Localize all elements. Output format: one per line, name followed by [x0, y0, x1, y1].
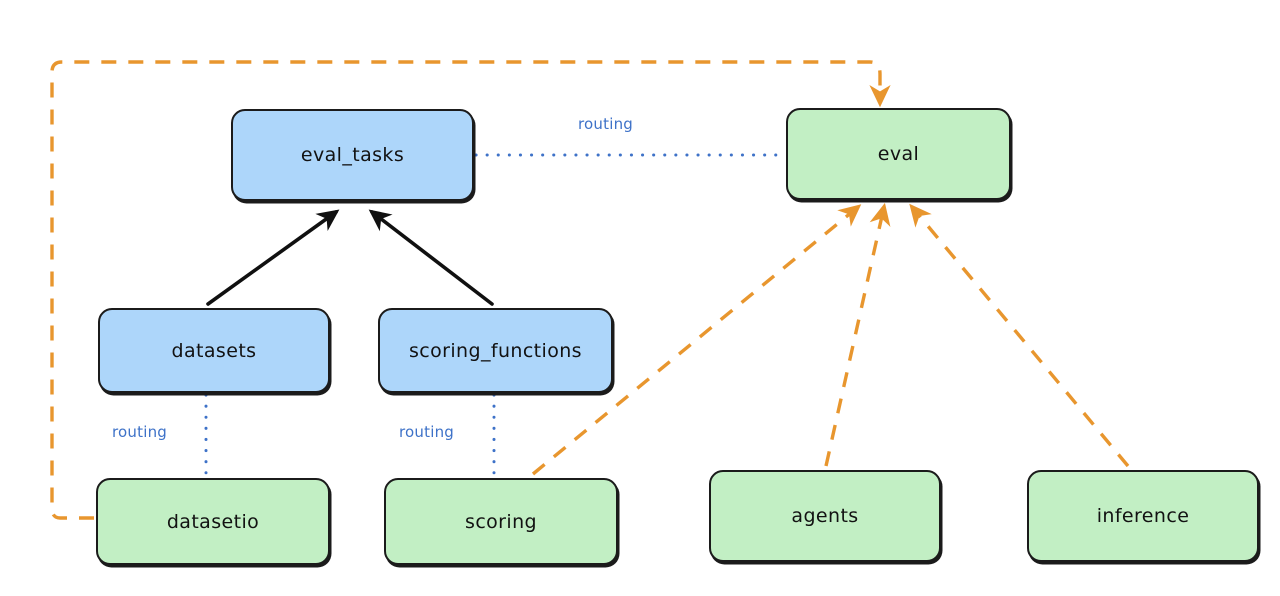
edge-inference-to-eval [909, 203, 1130, 468]
node-label-datasets: datasets [171, 339, 257, 362]
edge-label-routing-datasets-datasetio: routing [112, 423, 167, 441]
node-label-scoring-functions: scoring_functions [409, 339, 582, 362]
edge-label-routing-scoring-functions-scoring: routing [399, 423, 454, 441]
node-label-inference: inference [1096, 505, 1190, 527]
node-label-agents: agents [791, 505, 859, 527]
node-inference[interactable]: inference [1027, 470, 1259, 562]
node-label-eval: eval [877, 143, 920, 165]
edge-scoring-functions-to-eval-tasks [368, 209, 494, 306]
edge-datasets-to-eval-tasks [206, 209, 340, 306]
node-eval[interactable]: eval [786, 108, 1011, 200]
edge-label-routing-eval-tasks-eval: routing [578, 115, 633, 133]
node-eval-tasks[interactable]: eval_tasks [231, 109, 474, 201]
edge-agents-to-eval [824, 202, 891, 467]
node-label-scoring: scoring [465, 510, 537, 533]
node-datasetio[interactable]: datasetio [96, 478, 330, 565]
edge-datasetio-to-eval [50, 60, 891, 520]
node-scoring[interactable]: scoring [384, 478, 618, 565]
node-agents[interactable]: agents [709, 470, 941, 562]
node-label-datasetio: datasetio [166, 510, 260, 533]
node-scoring-functions[interactable]: scoring_functions [378, 308, 613, 393]
node-label-eval-tasks: eval_tasks [300, 144, 405, 166]
node-datasets[interactable]: datasets [98, 308, 330, 393]
